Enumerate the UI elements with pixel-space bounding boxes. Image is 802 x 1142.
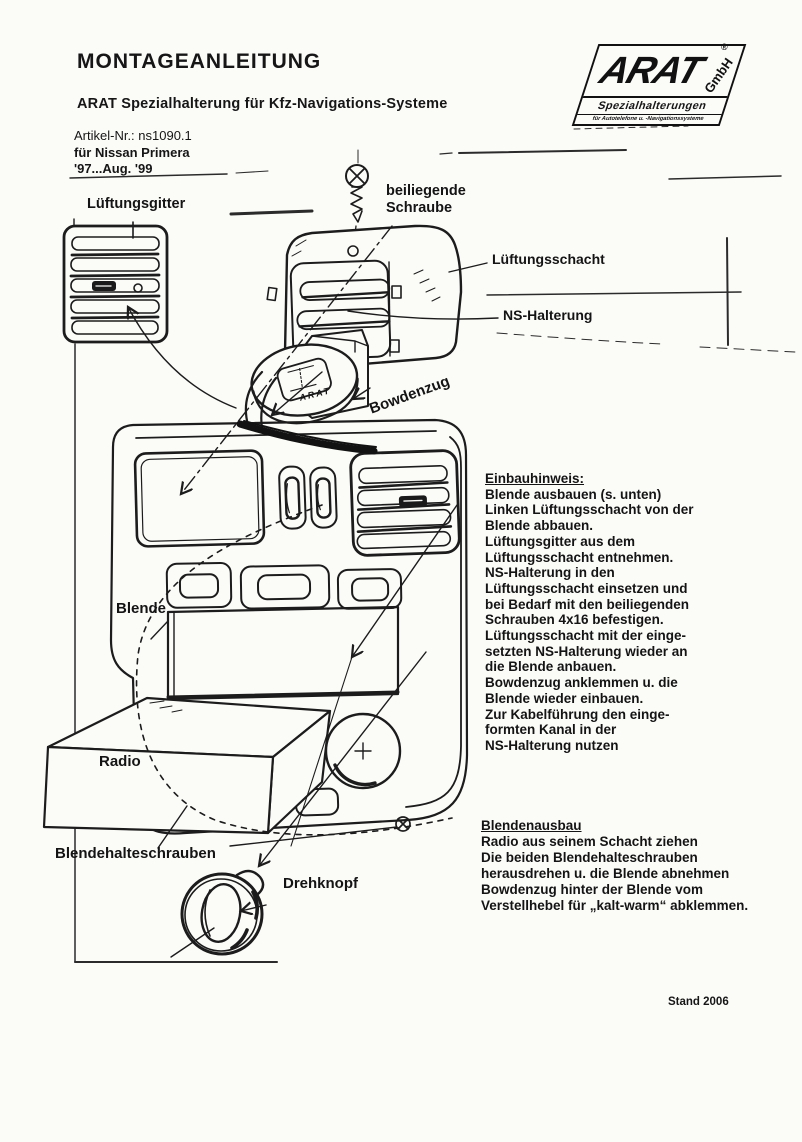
page-title: MONTAGEANLEITUNG (77, 50, 322, 73)
label-radio: Radio (99, 753, 141, 770)
model-years: '97...Aug. '99 (74, 161, 153, 176)
article-info: Artikel-Nr.: ns1090.1 für Nissan Primera… (74, 128, 192, 178)
blendenausbau-heading: Blendenausbau (481, 818, 582, 833)
article-number: Artikel-Nr.: ns1090.1 (74, 128, 192, 143)
drehknopf-drawing (180, 869, 265, 956)
vehicle-name: für Nissan Primera (74, 144, 190, 160)
label-drehknopf: Drehknopf (283, 875, 358, 892)
arat-logo-subtagline: für Autotelefone u. -Navigationssysteme (574, 114, 722, 125)
einbauhinweis-heading: Einbauhinweis: (485, 471, 585, 486)
lueftungsgitter-drawing (62, 221, 169, 344)
blendenausbau-section: Blendenausbau Radio aus seinem Schacht z… (481, 818, 796, 914)
einbauhinweis-section: Einbauhinweis: Blende ausbauen (s. unten… (485, 471, 787, 754)
registered-trademark-icon: ® (721, 42, 728, 52)
arat-logo-tagline: Spezialhalterungen (577, 96, 728, 114)
label-blendehalteschrauben: Blendehalteschrauben (55, 845, 216, 862)
blendenausbau-body: Radio aus seinem Schacht ziehen Die beid… (481, 834, 749, 913)
label-lueftungsschacht: Lüftungsschacht (492, 251, 605, 267)
radio-drawing (42, 696, 332, 835)
label-lueftungsgitter: Lüftungsgitter (87, 196, 186, 212)
label-beiliegende-schraube: beiliegende Schraube (386, 183, 466, 216)
page-subtitle: ARAT Spezialhalterung für Kfz-Navigation… (77, 96, 448, 112)
arat-logo: ARAT Spezialhalterungen für Autotelefone… (571, 42, 747, 134)
scan-artifact-lines (69, 125, 796, 963)
bowdenzug-cable-drawing (236, 420, 378, 455)
ns-halterung-drawing (244, 329, 369, 430)
label-blende: Blende (116, 600, 167, 617)
revision-date: Stand 2006 (668, 996, 729, 1008)
label-ns-halterung: NS-Halterung (503, 307, 593, 323)
leader-lines (128, 225, 499, 958)
einbauhinweis-body: Blende ausbauen (s. unten) Linken Lüftun… (485, 486, 694, 753)
